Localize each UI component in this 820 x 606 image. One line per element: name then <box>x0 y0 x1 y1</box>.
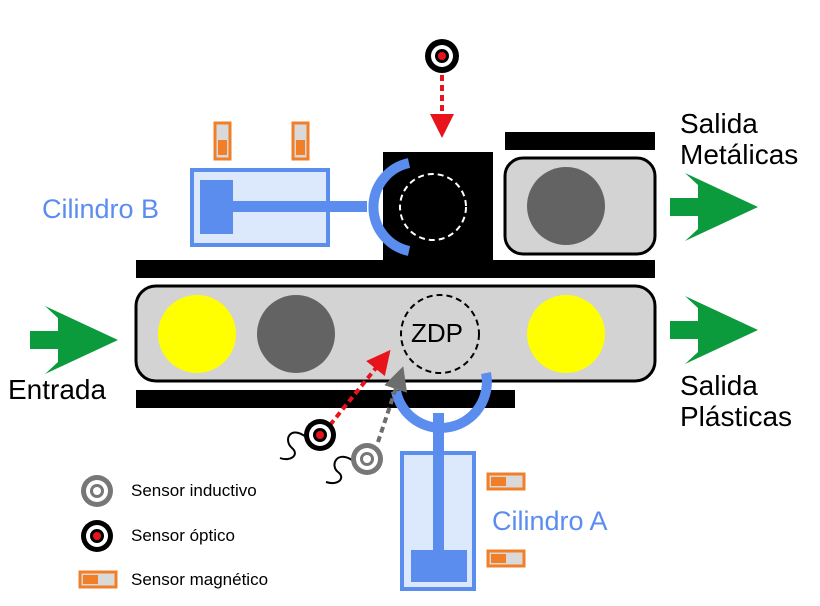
inductive-sensor-icon <box>351 443 383 475</box>
top-right-rail <box>505 132 655 150</box>
salida-metalicas-arrow-icon <box>670 173 758 241</box>
salida-metalicas-line-2: Metálicas <box>680 139 799 171</box>
optical-sensor-cable <box>279 431 307 461</box>
bottom-optical-beam <box>328 349 391 427</box>
inductive-sensor-cable <box>325 455 353 484</box>
cylinder-a-rod <box>433 413 444 553</box>
legend-optical-label: Sensor óptico <box>131 526 235 545</box>
cylinder-b-piston <box>200 180 233 234</box>
cylinder-b-rod <box>233 201 367 212</box>
salida-plasticas-arrow-icon <box>670 296 758 364</box>
inductive-sensor-icon <box>81 475 113 507</box>
salida-plasticas-label: Salida Plásticas <box>680 370 792 433</box>
optical-sensor-icon <box>304 419 336 451</box>
magnetic-sensor-icon <box>486 549 526 568</box>
entrada-label: Entrada <box>8 374 107 405</box>
upper-conveyor-rail <box>136 260 655 278</box>
inductive-beam <box>376 366 408 443</box>
cilindro-a-label: Cilindro A <box>492 506 608 536</box>
optical-sensor-icon <box>81 520 113 552</box>
cilindro-b-label: Cilindro B <box>42 194 160 224</box>
zdp-label: ZDP <box>411 318 463 348</box>
optical-sensor-icon <box>425 39 459 73</box>
cylinder-a-pusher <box>391 372 492 433</box>
magnetic-sensor-icon <box>78 570 118 589</box>
legend-magnetic-label: Sensor magnético <box>131 570 269 589</box>
lower-conveyor-rail <box>136 390 515 408</box>
salida-plasticas-line-1: Salida <box>680 370 758 401</box>
salida-metalicas-label: Salida Metálicas <box>680 108 798 171</box>
legend-inductive-label: Sensor inductivo <box>131 481 257 500</box>
salida-plasticas-line-2: Plásticas <box>680 401 793 433</box>
cylinder-a-piston <box>411 550 467 582</box>
zdp-circle <box>400 294 480 374</box>
magnetic-sensor-icon <box>213 121 232 161</box>
metal-piece <box>257 295 335 373</box>
salida-metalicas-line-1: Salida <box>680 108 758 139</box>
plastic-piece <box>527 295 605 373</box>
cylinder-b-pusher <box>368 158 411 256</box>
upper-zdp-circle <box>399 173 467 241</box>
plastic-piece <box>158 295 236 373</box>
magnetic-sensor-icon <box>486 472 526 491</box>
metal-piece <box>527 167 605 245</box>
magnetic-sensor-icon <box>291 121 310 161</box>
entrada-arrow-icon <box>30 306 118 374</box>
